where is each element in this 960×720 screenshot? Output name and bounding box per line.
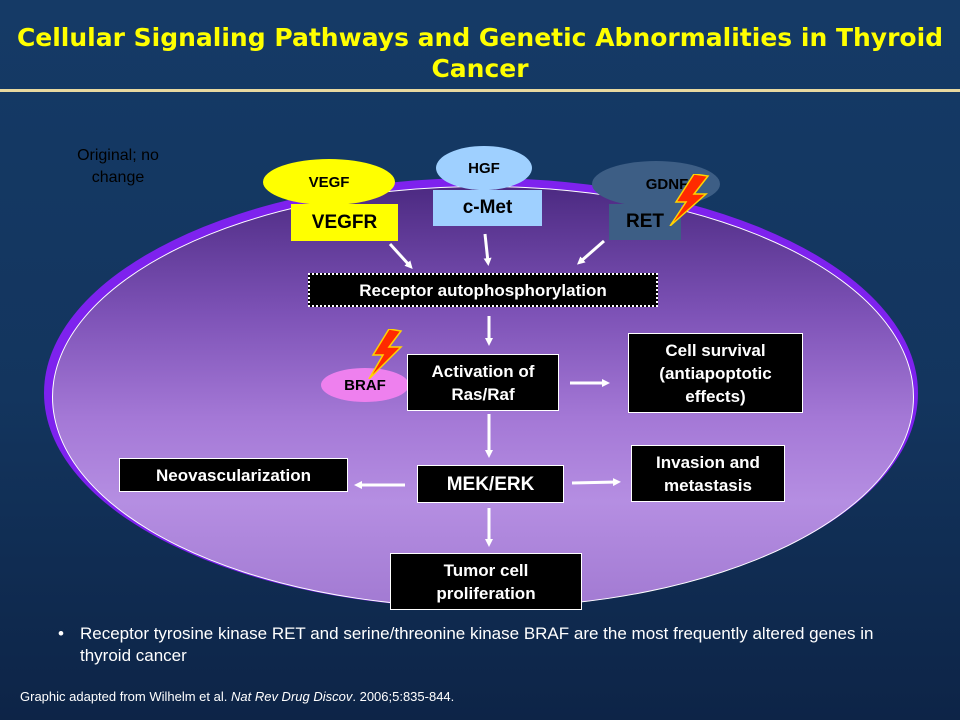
arrow-cmet-to-autophos [483, 233, 492, 266]
bullet-dot-icon: • [58, 624, 64, 643]
braf-oval: BRAF [321, 368, 409, 402]
invasion-metastasis-box: Invasion and metastasis [631, 445, 785, 502]
mek-erk-label: MEK/ERK [446, 473, 535, 495]
arrow-ret-to-autophos [576, 239, 605, 265]
arrow-vegfr-to-autophos [388, 242, 413, 269]
original-note: Original; no change [77, 147, 159, 186]
title-rule [0, 89, 960, 92]
hgf-ligand: HGF [436, 146, 532, 190]
ret-receptor: RET [609, 204, 681, 240]
activation-label: Activation of Ras/Raf [431, 361, 535, 404]
citation-prefix: Graphic adapted from Wilhelm et al. [20, 689, 231, 704]
citation-journal: Nat Rev Drug Discov [230, 689, 353, 704]
hgf-label: HGF [468, 159, 500, 177]
vegfr-label: VEGFR [311, 211, 378, 233]
autophos-label: Receptor autophosphorylation [359, 280, 607, 300]
vegf-label: VEGF [308, 173, 350, 191]
braf-mutation-lightning-icon [368, 329, 403, 379]
receptor-autophosphorylation-box: Receptor autophosphorylation [308, 273, 658, 307]
gdnf-label: GDNF [645, 175, 689, 193]
slide-title: Cellular Signaling Pathways and Genetic … [16, 23, 944, 83]
tumor-label: Tumor cell proliferation [436, 560, 536, 603]
citation-suffix: . 2006;5:835-844. [352, 689, 455, 704]
bullet-point: • Receptor tyrosine kinase RET and serin… [58, 623, 918, 667]
ret-mutation-lightning-icon [669, 174, 710, 226]
bullet-text: Receptor tyrosine kinase RET and serine/… [80, 624, 874, 665]
activation-ras-raf-box: Activation of Ras/Raf [407, 354, 559, 411]
cmet-label: c-Met [462, 197, 513, 218]
ret-label: RET [626, 211, 664, 232]
citation: Graphic adapted from Wilhelm et al. Nat … [20, 689, 454, 704]
tumor-proliferation-box: Tumor cell proliferation [390, 553, 582, 610]
vegfr-receptor: VEGFR [291, 204, 398, 241]
cell-survival-box: Cell survival (antiapoptotic effects) [628, 333, 803, 413]
invasion-label: Invasion and metastasis [656, 452, 760, 495]
arrow-mek-to-invasion [571, 478, 621, 487]
neovasc-label: Neovascularization [156, 465, 311, 485]
braf-label: BRAF [344, 376, 386, 394]
mek-erk-box: MEK/ERK [417, 465, 564, 503]
cell-survival-label: Cell survival (antiapoptotic effects) [659, 340, 772, 406]
cmet-receptor: c-Met [433, 190, 542, 226]
neovascularization-box: Neovascularization [119, 458, 348, 492]
vegf-ligand: VEGF [263, 159, 395, 205]
